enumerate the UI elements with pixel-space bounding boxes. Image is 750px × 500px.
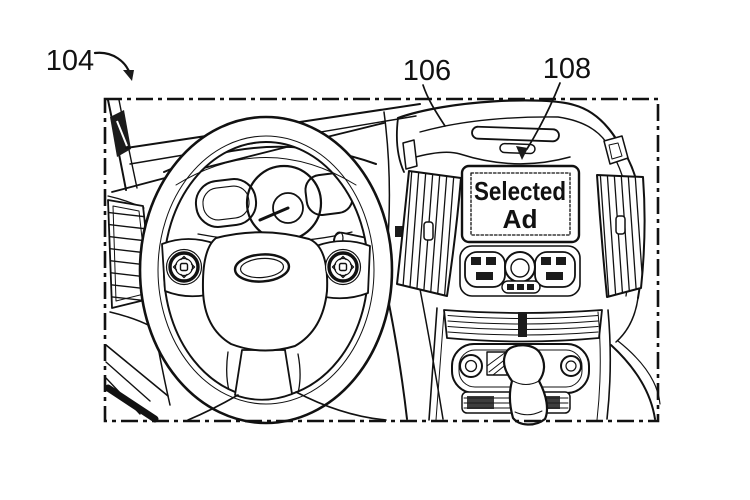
screen-text-line1: Selected: [474, 176, 566, 206]
display-screen: [470, 172, 571, 236]
gear-shifter-console: [451, 343, 590, 426]
infotainment-display: Selected Ad: [460, 164, 581, 244]
leader-line-106: [422, 84, 446, 127]
speedometer-gauge: [245, 164, 323, 242]
brand-logo-oval: [233, 253, 291, 283]
pillar-tweeter-grille: [110, 110, 131, 157]
console-dial: [560, 355, 582, 377]
leader-arrow-108: [526, 82, 561, 150]
air-vent-right: [596, 174, 646, 298]
right-tweeter-grille: [603, 135, 629, 165]
reference-label-104: 104: [46, 45, 94, 77]
steering-dpad-left: [165, 248, 203, 286]
display-bezel: [460, 164, 581, 244]
sensor-slot: [499, 142, 536, 155]
screen-text-line2: Ad: [503, 204, 538, 234]
climate-control-panel: [459, 245, 581, 297]
air-vent-left: [396, 170, 462, 297]
speaker-slot: [471, 125, 560, 143]
steering-dpad-right: [324, 248, 362, 286]
center-stack: Selected Ad: [377, 99, 661, 426]
reference-label-106: 106: [403, 55, 451, 87]
reference-label-108: 108: [543, 53, 591, 85]
steering-wheel: [138, 115, 394, 425]
interior-boundary-box: [103, 97, 660, 423]
reference-labels: 104 106 108: [46, 45, 591, 160]
start-button: [459, 354, 483, 378]
left-tweeter-grille: [402, 139, 418, 170]
steering-hub: [201, 231, 329, 352]
gauge-needle: [258, 206, 290, 222]
dashboard-brow: [395, 99, 620, 173]
console-trim-band: [443, 309, 603, 343]
